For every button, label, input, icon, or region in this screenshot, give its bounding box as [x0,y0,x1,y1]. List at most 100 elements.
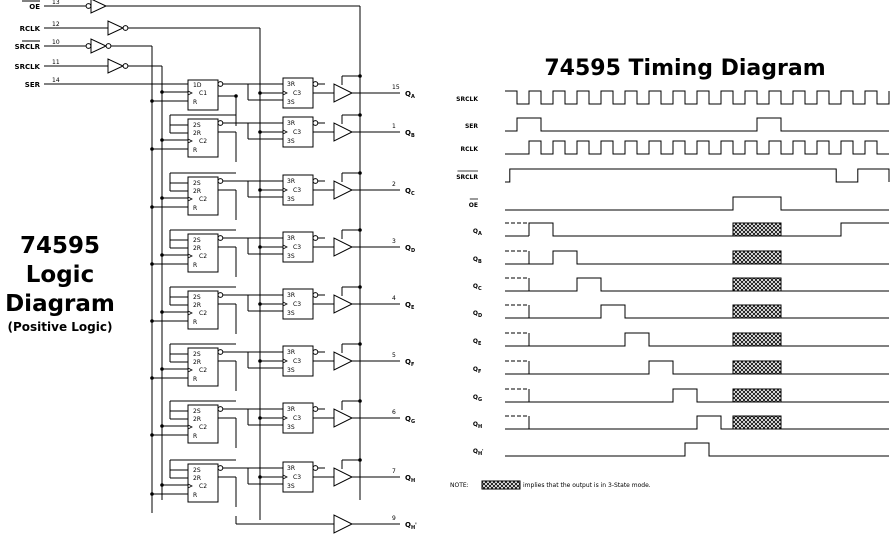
inversion-bubble [105,43,112,49]
clock-input-icon [187,253,193,259]
latch-label: C3 [293,415,301,422]
timing-waveform-9 [529,332,733,347]
ff-label: C1 [199,90,207,97]
pin-number: 14 [52,77,60,84]
input-label-ser: SER [25,81,41,89]
latch-label: 3S [287,424,295,431]
three-state-region [732,360,782,375]
timing-waveform-2 [505,140,889,155]
timing-waveform-10 [529,360,733,375]
pin-number: 7 [392,468,396,475]
junction-dot [160,424,164,428]
oe-buffer [90,0,108,14]
timing-label-subscript: H [478,424,482,430]
junction-dot [234,94,238,98]
output-label-qh: Q [405,474,411,482]
pin-number: 2 [392,181,396,188]
junction-dot [358,228,362,232]
timing-waveform-11 [529,388,733,403]
ff-label: R [193,376,197,383]
junction-dot [258,359,262,363]
shift-register-flip-flop [187,290,219,330]
junction-dot [258,302,262,306]
inversion-bubble [312,81,319,87]
shift-register-flip-flop [187,118,219,158]
three-state-region [732,388,782,403]
srclr-buffer [90,38,108,54]
pin-number: 5 [392,352,396,359]
output-subscript: F [411,362,414,368]
latch-label: C3 [293,301,301,308]
pin-number: 1 [392,123,396,130]
timing-label-13: Q [473,448,478,455]
timing-label-subscript: B [478,259,482,265]
output-buffer [333,408,354,428]
timing-label-prime: ' [482,449,484,455]
timing-label-2: RCLK [461,146,479,153]
latch-label: 3S [287,138,295,145]
latch-label: 3S [287,310,295,317]
junction-dot [160,483,164,487]
junction-dot [150,99,154,103]
junction-dot [150,376,154,380]
ff-label: 2S [193,467,201,474]
pin-number: 10 [52,39,60,46]
latch-label: 3R [287,349,295,356]
junction-dot [150,492,154,496]
ff-label: C2 [199,253,207,260]
ff-label: 2R [193,416,201,423]
timing-waveform-3 [505,168,890,183]
clock-input-icon [187,310,193,316]
output-buffer [333,83,354,103]
pin-number: 15 [392,84,400,91]
latch-label: 3R [287,178,295,185]
shift-register-flip-flop [187,176,219,216]
timing-label-subscript: A [478,231,482,237]
latch-label: 3R [287,120,295,127]
latch-label: C3 [293,244,301,251]
inversion-bubble [312,120,319,126]
junction-dot [150,262,154,266]
ff-label: 2R [193,359,201,366]
latch-label: C3 [293,474,301,481]
input-label-srclk: SRCLK [15,63,41,71]
inversion-bubble [312,406,319,412]
latch-label: 3S [287,367,295,374]
junction-dot [258,475,262,479]
ff-label: R [193,147,197,154]
latch-label: C3 [293,358,301,365]
output-buffer-qh-prime [333,514,354,534]
inversion-bubble [217,406,224,412]
ff-label: 2R [193,188,201,195]
latch-label: 3S [287,483,295,490]
clock-input-icon [187,483,193,489]
junction-dot [358,342,362,346]
ff-label: 2R [193,475,201,482]
timing-label-4: OE [469,202,478,209]
inversion-bubble [217,349,224,355]
latch-label: C3 [293,129,301,136]
timing-label-5: Q [473,228,478,235]
ff-label: 2S [193,180,201,187]
junction-dot [258,91,262,95]
inversion-bubble [217,120,224,126]
logic-title-line2: Logic [25,262,95,288]
output-label-qg: Q [405,415,411,423]
junction-dot [160,367,164,371]
ff-label: 2R [193,245,201,252]
three-state-region [732,332,782,347]
timing-label-6: Q [473,256,478,263]
output-subscript: G [411,419,415,425]
pin-number: 11 [52,59,60,66]
clock-input-icon [187,424,193,430]
latch-label: 3R [287,235,295,242]
timing-waveform-1 [505,117,889,132]
logic-title-line1: 74595 [19,233,101,259]
output-prime: ' [415,522,417,529]
rclk-buffer [107,20,125,36]
output-label-qe: Q [405,301,411,309]
ff-label: C2 [199,483,207,490]
output-buffer [333,351,354,371]
junction-dot [258,130,262,134]
